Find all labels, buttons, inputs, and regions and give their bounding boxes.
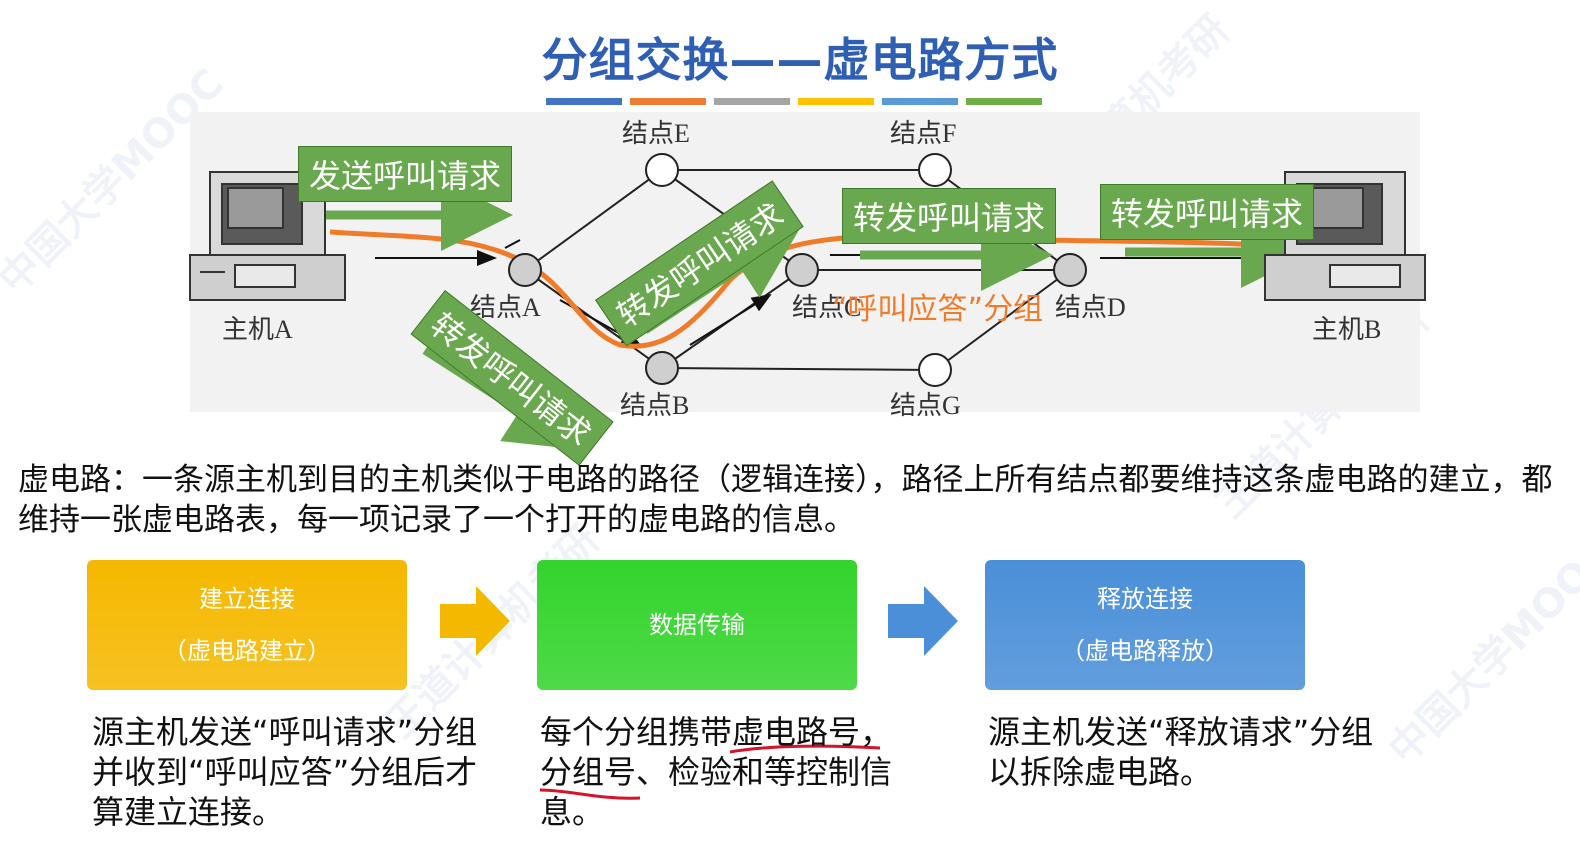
stage-establish: 建立连接 （虚电路建立） [87, 560, 407, 690]
node-d-label: 结点D [1055, 293, 1126, 322]
stage-title: 释放连接 [1097, 573, 1193, 625]
call-reply-label: “呼叫应答”分组 [832, 284, 1043, 328]
node-c [786, 254, 818, 286]
node-g-label: 结点G [890, 391, 961, 420]
node-e [646, 154, 678, 186]
stage-subtitle: （虚电路建立） [163, 625, 331, 677]
node-a [509, 254, 541, 286]
node-g [919, 354, 951, 386]
stage-note-release: 源主机发送“释放请求”分组以拆除虚电路。 [988, 712, 1388, 792]
arrow-right-icon [440, 586, 510, 660]
stage-transfer: 数据传输 [537, 560, 857, 690]
node-b [646, 352, 678, 384]
banner-forward-c-to-d: 转发呼叫请求 [842, 188, 1056, 244]
stage-note-transfer: 每个分组携带虚电路号，分组号、检验和等控制信息。 [540, 712, 910, 832]
node-f-label: 结点F [890, 119, 956, 148]
banner-forward-d-to-b: 转发呼叫请求 [1100, 184, 1314, 240]
node-f [919, 154, 951, 186]
stage-release: 释放连接 （虚电路释放） [985, 560, 1305, 690]
banner-send-request: 发送呼叫请求 [298, 146, 512, 202]
host-a-label: 主机A [222, 315, 293, 344]
host-b-label: 主机B [1312, 315, 1381, 344]
stage-title: 数据传输 [649, 599, 745, 651]
stage-title: 建立连接 [199, 573, 295, 625]
stage-subtitle: （虚电路释放） [1061, 625, 1229, 677]
node-d [1054, 254, 1086, 286]
node-e-label: 结点E [622, 119, 690, 148]
arrow-right-icon [888, 586, 958, 660]
node-b-label: 结点B [620, 391, 689, 420]
virtual-circuit-definition: 虚电路：一条源主机到目的主机类似于电路的路径（逻辑连接），路径上所有结点都要维持… [18, 460, 1558, 540]
stage-note-establish: 源主机发送“呼叫请求”分组并收到“呼叫应答”分组后才算建立连接。 [92, 712, 492, 832]
